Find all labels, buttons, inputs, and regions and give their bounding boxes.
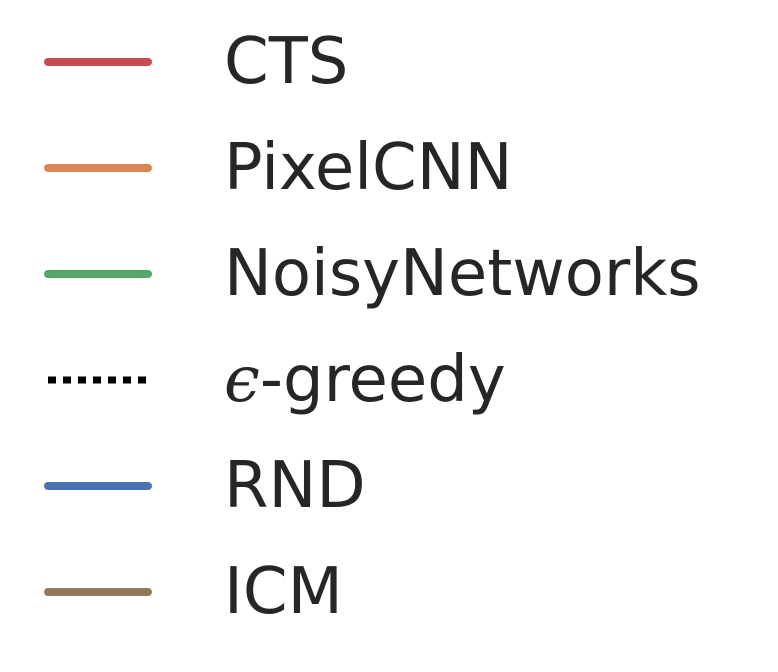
legend-label-2: PixelCNN: [224, 131, 512, 205]
legend-label-text: -greedy: [260, 343, 506, 417]
legend-label-text: NoisyNetworks: [224, 237, 701, 311]
legend-label-1: CTS: [224, 25, 348, 99]
legend-label-3: NoisyNetworks: [224, 237, 701, 311]
legend-label-prefix: ϵ: [224, 343, 260, 417]
legend-label-4: ϵ-greedy: [224, 343, 506, 417]
legend-label-text: CTS: [224, 25, 348, 99]
legend-label-text: PixelCNN: [224, 131, 512, 205]
legend-label-text: RND: [224, 449, 366, 523]
legend-label-5: RND: [224, 449, 366, 523]
legend-label-text: ICM: [224, 555, 343, 629]
legend-label-6: ICM: [224, 555, 343, 629]
